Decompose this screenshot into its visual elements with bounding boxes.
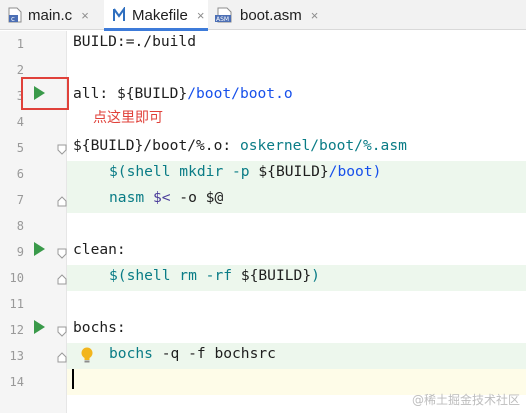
line-number: 8 xyxy=(16,219,24,233)
tab-makefile[interactable]: Makefile × xyxy=(104,0,208,31)
line-number: 14 xyxy=(9,375,24,389)
line-number: 1 xyxy=(16,37,24,51)
fold-icon[interactable] xyxy=(57,352,67,363)
tab-label: main.c xyxy=(28,6,73,24)
code-line-9: clean: xyxy=(73,241,126,258)
line-number: 3 xyxy=(16,89,24,103)
fold-icon[interactable] xyxy=(57,144,67,155)
line-number: 4 xyxy=(16,115,24,129)
tab-boot-asm[interactable]: ASM boot.asm × xyxy=(208,0,343,30)
line-number: 9 xyxy=(16,245,24,259)
fold-icon[interactable] xyxy=(57,248,67,259)
close-icon[interactable]: × xyxy=(196,7,205,23)
run-icon[interactable] xyxy=(34,242,45,256)
line-number: 10 xyxy=(9,271,24,285)
current-line-highlight xyxy=(67,369,526,395)
code-line-6: $(shell mkdir -p ${BUILD}/boot) xyxy=(109,163,382,180)
text-caret xyxy=(72,369,74,389)
line-number: 11 xyxy=(9,297,24,311)
asm-file-icon: ASM xyxy=(214,7,234,23)
line-highlight xyxy=(67,343,526,369)
editor-tab-bar: c main.c × Makefile × ASM boot.asm × xyxy=(0,0,526,31)
tab-label: boot.asm xyxy=(240,6,302,24)
code-line-3: all: ${BUILD}/boot/boot.o xyxy=(73,85,293,102)
code-line-5: ${BUILD}/boot/%.o: oskernel/boot/%.asm xyxy=(73,137,407,154)
tab-main-c[interactable]: c main.c × xyxy=(0,0,104,30)
line-highlight xyxy=(67,265,526,291)
watermark: @稀土掘金技术社区 xyxy=(411,393,520,407)
line-highlight xyxy=(67,187,526,213)
close-icon[interactable]: × xyxy=(310,7,319,23)
code-line-13: bochs -q -f bochsrc xyxy=(109,345,276,362)
run-icon[interactable] xyxy=(34,86,45,100)
tab-label: Makefile xyxy=(132,6,188,24)
annotation-box xyxy=(21,77,69,110)
code-editor[interactable] xyxy=(67,31,526,413)
svg-text:c: c xyxy=(11,15,15,23)
line-number: 5 xyxy=(16,141,24,155)
gutter[interactable] xyxy=(0,31,67,413)
svg-text:ASM: ASM xyxy=(216,16,229,23)
lightbulb-icon[interactable] xyxy=(79,346,95,364)
fold-icon[interactable] xyxy=(57,326,67,337)
run-icon[interactable] xyxy=(34,320,45,334)
c-file-icon: c xyxy=(8,7,22,23)
fold-icon[interactable] xyxy=(57,274,67,285)
close-icon[interactable]: × xyxy=(81,7,89,23)
code-line-7: nasm $< -o $@ xyxy=(109,189,224,206)
makefile-icon xyxy=(112,7,126,23)
code-line-10: $(shell rm -rf ${BUILD}) xyxy=(109,267,320,284)
line-highlight xyxy=(67,161,526,187)
line-number: 7 xyxy=(16,193,24,207)
line-number: 6 xyxy=(16,167,24,181)
code-line-12: bochs: xyxy=(73,319,126,336)
line-number: 12 xyxy=(9,323,24,337)
annotation-text: 点这里即可 xyxy=(93,110,163,126)
line-number: 2 xyxy=(16,63,24,77)
code-line-1: BUILD:=./build xyxy=(73,33,197,50)
fold-icon[interactable] xyxy=(57,196,67,207)
line-number: 13 xyxy=(9,349,24,363)
